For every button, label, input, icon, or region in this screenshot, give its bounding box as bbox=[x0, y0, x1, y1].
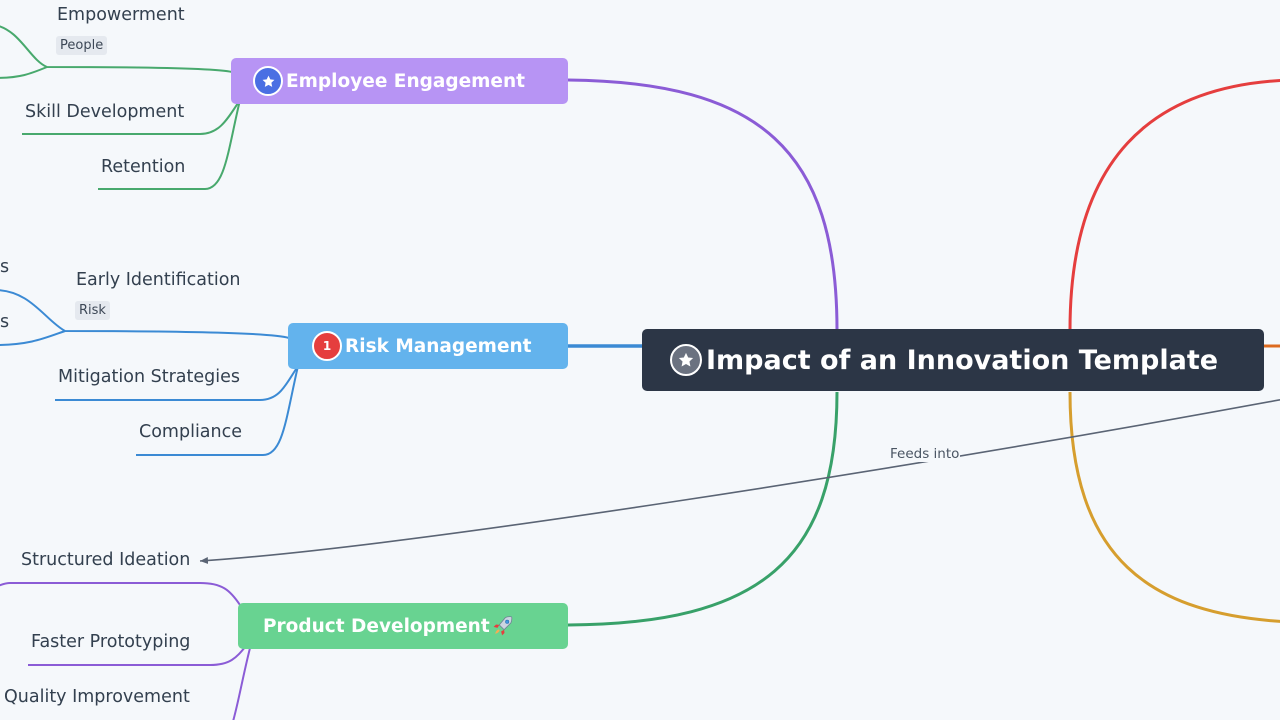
edge-offscreen-red bbox=[1068, 79, 1280, 331]
branch-label: Employee Engagement bbox=[286, 70, 525, 92]
edge-central-employee-engagement bbox=[567, 78, 839, 331]
branch-product-development[interactable]: Product Development bbox=[238, 603, 568, 649]
leaf-compliance[interactable]: Compliance bbox=[139, 422, 243, 442]
cross-connection-line bbox=[199, 399, 1280, 564]
leaf-offscreen-1[interactable]: s bbox=[0, 257, 10, 277]
branch-label: Product Development bbox=[263, 615, 490, 637]
edge-quality-improvement bbox=[232, 647, 251, 720]
branch-label: Risk Management bbox=[345, 335, 532, 357]
edge-skill-development bbox=[22, 99, 241, 135]
edge-early-identification bbox=[0, 289, 290, 339]
central-topic[interactable]: Impact of an Innovation Template bbox=[642, 329, 1264, 391]
edge-empowerment-offscreen bbox=[0, 66, 48, 79]
edge-retention bbox=[98, 99, 241, 190]
leaf-structured-ideation[interactable]: Structured Ideation bbox=[21, 550, 191, 570]
branch-risk-management[interactable]: 1 Risk Management bbox=[288, 323, 568, 369]
edge-faster-prototyping bbox=[28, 645, 247, 666]
priority-1-icon: 1 bbox=[312, 331, 342, 361]
tag-people: People bbox=[56, 36, 108, 55]
leaf-faster-prototyping[interactable]: Faster Prototyping bbox=[31, 632, 191, 652]
rocket-icon bbox=[491, 614, 515, 638]
edge-early-identification-offscreen bbox=[0, 330, 66, 346]
star-icon bbox=[670, 344, 702, 376]
leaf-mitigation-strategies[interactable]: Mitigation Strategies bbox=[58, 367, 240, 387]
edge-empowerment bbox=[0, 25, 233, 73]
star-icon bbox=[253, 66, 283, 96]
leaf-offscreen-2[interactable]: s bbox=[0, 312, 10, 332]
leaf-quality-improvement[interactable]: Quality Improvement bbox=[4, 687, 190, 707]
leaf-retention[interactable]: Retention bbox=[101, 157, 186, 177]
leaf-skill-development[interactable]: Skill Development bbox=[25, 102, 185, 122]
branch-employee-engagement[interactable]: Employee Engagement bbox=[231, 58, 568, 104]
edge-central-product-development bbox=[567, 391, 839, 627]
edge-offscreen-yellow bbox=[1068, 391, 1280, 623]
central-topic-label: Impact of an Innovation Template bbox=[706, 344, 1219, 376]
edge-compliance bbox=[136, 365, 299, 456]
tag-risk: Risk bbox=[75, 301, 110, 320]
leaf-empowerment[interactable]: Empowerment bbox=[57, 5, 185, 25]
edge-mitigation-strategies bbox=[55, 365, 299, 401]
edge-structured-ideation bbox=[0, 582, 241, 606]
connection-label[interactable]: Feeds into bbox=[889, 446, 961, 462]
leaf-early-identification[interactable]: Early Identification bbox=[76, 270, 241, 290]
